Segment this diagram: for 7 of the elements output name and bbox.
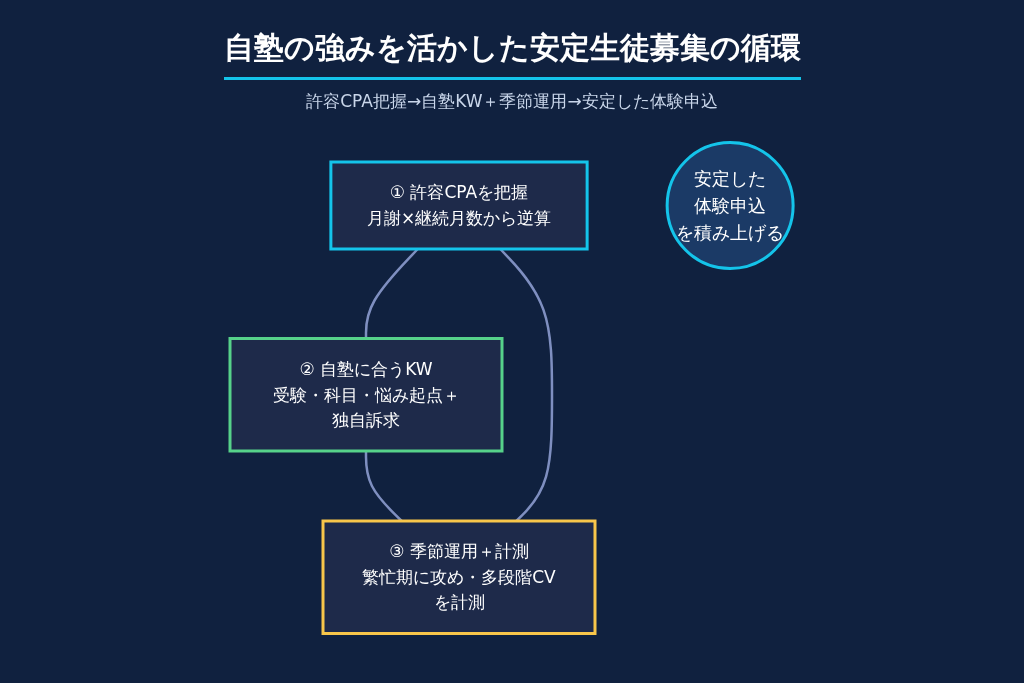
node-box: ① 許容CPAを把握 月謝×継続月数から逆算: [329, 160, 590, 251]
node-box: ③ 季節運用＋計測 繁忙期に攻め・多段階CVを計測: [321, 519, 597, 635]
subtitle: 許容CPA把握→自塾KW＋季節運用→安定した体験申込: [306, 90, 718, 113]
node-circle: 安定した 体験申込 を積み上げる: [666, 141, 796, 270]
connector: [365, 451, 403, 522]
node-box: ② 自塾に合うKW 受験・科目・悩み起点＋独自訴求: [228, 337, 504, 453]
title: 自塾の強みを活かした安定生徒募集の循環: [223, 28, 801, 80]
